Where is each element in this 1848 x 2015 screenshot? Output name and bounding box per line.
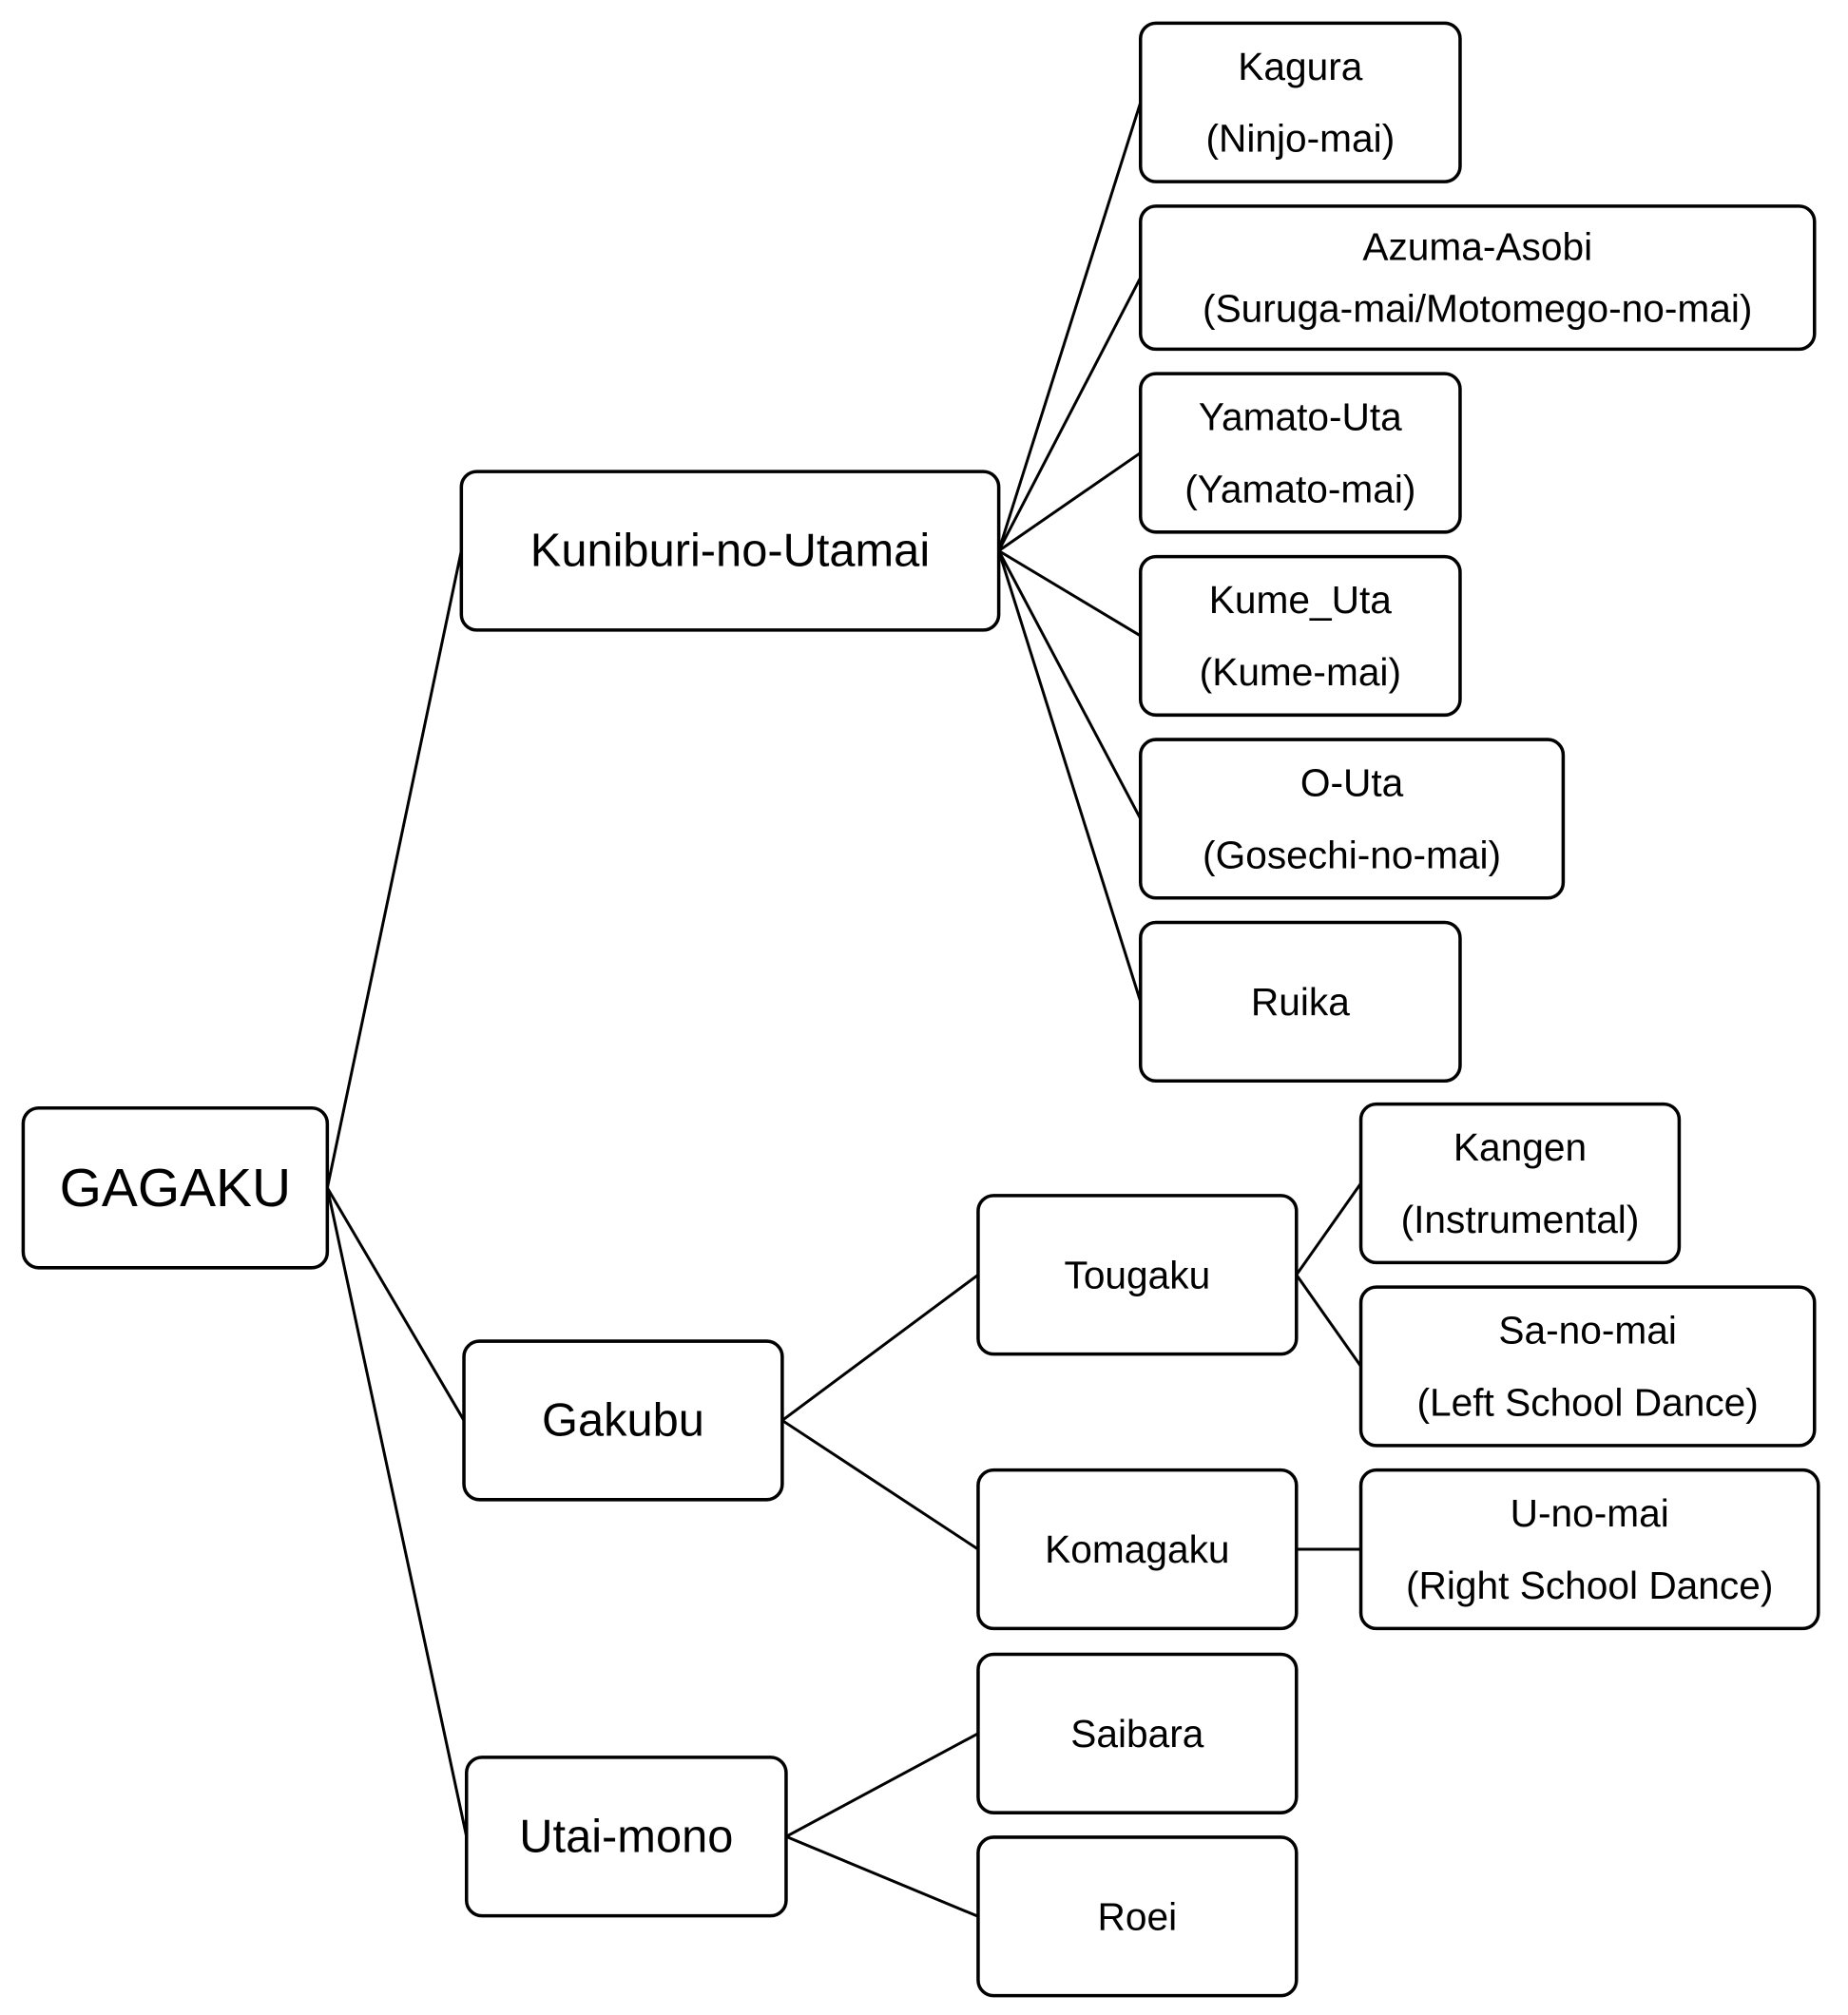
node-label: Kagura [1238, 45, 1362, 88]
node-box [21, 1105, 330, 1270]
node-box [1138, 554, 1462, 718]
node-label: GAGAKU [60, 1158, 292, 1219]
node-utaimono: Utai-mono [464, 1756, 788, 1918]
node-sublabel: (Gosechi-no-mai) [1203, 833, 1501, 876]
node-label: Tougaku [1064, 1253, 1210, 1296]
node-kuniburi: Kuniburi-no-Utamai [459, 470, 1001, 632]
node-ruika: Ruika [1138, 920, 1462, 1084]
node-saibara: Saibara [976, 1652, 1299, 1814]
node-box [462, 1339, 784, 1502]
node-box [1138, 372, 1462, 534]
node-azuma: Azuma-Asobi (Suruga-mai/Motomego-no-mai) [1138, 204, 1817, 352]
node-box [1358, 1102, 1682, 1265]
connector-tougaku-to-kangen [1295, 1182, 1362, 1276]
node-label: U-no-mai [1511, 1491, 1669, 1535]
node-kangen: Kangen (Instrumental) [1358, 1102, 1682, 1265]
node-box [976, 1468, 1299, 1631]
node-roei: Roei [976, 1835, 1299, 1998]
node-sublabel: (Suruga-mai/Motomego-no-mai) [1203, 287, 1752, 331]
node-box [459, 470, 1001, 632]
node-label: Roei [1098, 1894, 1178, 1938]
node-yamato: Yamato-Uta (Yamato-mai) [1138, 372, 1462, 534]
node-label: Kume_Uta [1209, 578, 1392, 622]
node-box [1138, 21, 1462, 183]
connector-kuniburi-to-azuma [997, 277, 1143, 552]
node-label: Yamato-Uta [1199, 395, 1402, 439]
connector-kuniburi-to-kagura [997, 102, 1143, 551]
node-box [1358, 1468, 1820, 1631]
connector-gagaku-to-gakubu [326, 1187, 466, 1422]
node-label: Kuniburi-no-Utamai [530, 525, 930, 576]
node-box [1138, 920, 1462, 1084]
node-sublabel: (Right School Dance) [1406, 1564, 1773, 1607]
node-box [976, 1652, 1299, 1814]
connector-tougaku-to-sanomai [1295, 1274, 1362, 1368]
node-box [976, 1835, 1299, 1998]
connector-gakubu-to-komagaku [781, 1419, 979, 1551]
connector-kuniburi-to-kume [997, 549, 1142, 638]
node-label: Kangen [1453, 1125, 1587, 1169]
node-sublabel: (Yamato-mai) [1184, 467, 1415, 510]
node-label: Sa-no-mai [1498, 1309, 1677, 1353]
edges-layer [325, 102, 1362, 1918]
node-unomai: U-no-mai (Right School Dance) [1358, 1468, 1820, 1631]
node-sublabel: (Left School Dance) [1416, 1380, 1758, 1424]
node-kume: Kume_Uta (Kume-mai) [1138, 554, 1462, 718]
node-label: Komagaku [1045, 1527, 1229, 1571]
node-label: O-Uta [1300, 760, 1404, 804]
node-box [1358, 1285, 1817, 1448]
node-sublabel: (Ninjo-mai) [1205, 117, 1395, 161]
node-sublabel: (Instrumental) [1401, 1198, 1640, 1241]
node-tougaku: Tougaku [976, 1194, 1299, 1356]
connector-gagaku-to-kuniburi [325, 550, 463, 1189]
node-label: Azuma-Asobi [1362, 225, 1592, 269]
node-sublabel: (Kume-mai) [1200, 650, 1401, 694]
node-box [976, 1194, 1299, 1356]
node-outa: O-Uta (Gosechi-no-mai) [1138, 738, 1566, 900]
node-sanomai: Sa-no-mai (Left School Dance) [1358, 1285, 1817, 1448]
node-box [1138, 738, 1566, 900]
connector-gagaku-to-utaimono [325, 1187, 469, 1837]
node-gakubu: Gakubu [462, 1339, 784, 1502]
connector-utaimono-to-roei [785, 1834, 979, 1918]
connector-kuniburi-to-ruika [997, 550, 1143, 1003]
node-box [464, 1756, 788, 1918]
node-kagura: Kagura (Ninjo-mai) [1138, 21, 1462, 183]
node-gagaku: GAGAKU [21, 1105, 330, 1270]
connector-gakubu-to-tougaku [780, 1274, 979, 1422]
connector-utaimono-to-saibara [785, 1732, 979, 1838]
node-label: Saibara [1070, 1712, 1204, 1756]
connector-kuniburi-to-yamato [997, 451, 1142, 552]
node-label: Utai-mono [519, 1811, 733, 1862]
node-box [1138, 204, 1817, 352]
node-label: Ruika [1251, 980, 1350, 1024]
connector-kuniburi-to-outa [997, 549, 1143, 820]
node-komagaku: Komagaku [976, 1468, 1299, 1631]
node-label: Gakubu [542, 1394, 704, 1446]
